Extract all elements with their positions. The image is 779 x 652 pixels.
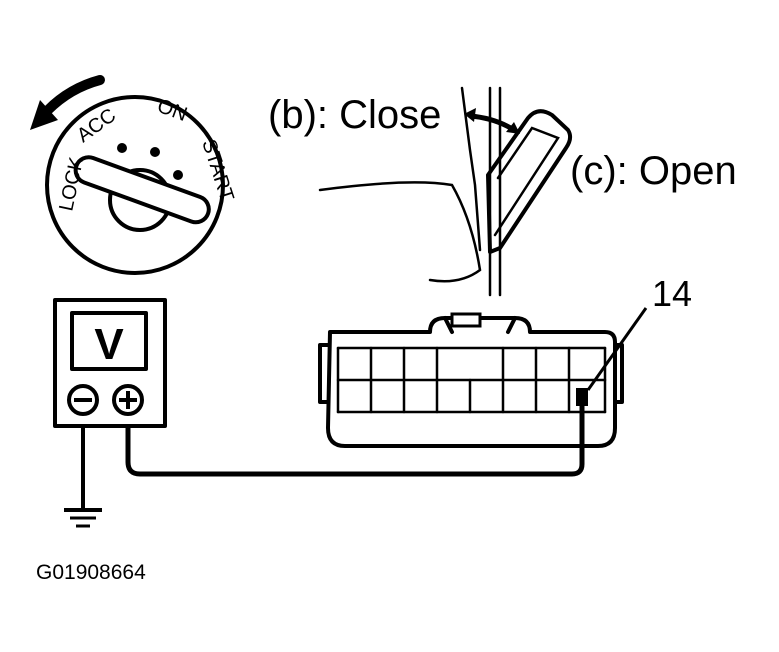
figure-code: G01908664 (36, 561, 146, 584)
position-start: START (197, 137, 238, 204)
pedal-detail: (b): Close (c): Open (268, 86, 737, 297)
voltmeter: V (53, 298, 167, 428)
swing-arrow-icon (469, 113, 516, 133)
position-acc: ACC (73, 104, 120, 147)
negative-terminal (67, 384, 99, 416)
voltmeter-symbol: V (94, 320, 124, 369)
terminal-14-label: 14 (652, 273, 692, 314)
voltmeter-body (53, 298, 167, 428)
probe-wire (125, 398, 585, 477)
ground-icon (64, 426, 102, 528)
position-on: ON (154, 95, 190, 126)
close-label: (b): Close (268, 93, 441, 137)
pedal-arm (486, 109, 573, 254)
connector-housing (326, 316, 617, 448)
switch-body (45, 95, 225, 275)
connector: 14 (318, 273, 692, 448)
terminal-14-pin (576, 388, 588, 406)
positive-terminal (112, 384, 144, 416)
terminal-14-leader (586, 307, 648, 391)
rotation-arrow-icon (43, 75, 105, 115)
open-label: (c): Open (570, 149, 737, 193)
switch-key-slot (73, 155, 211, 225)
ignition-switch: LOCK ACC ON START (30, 75, 238, 275)
voltmeter-display (70, 311, 148, 371)
